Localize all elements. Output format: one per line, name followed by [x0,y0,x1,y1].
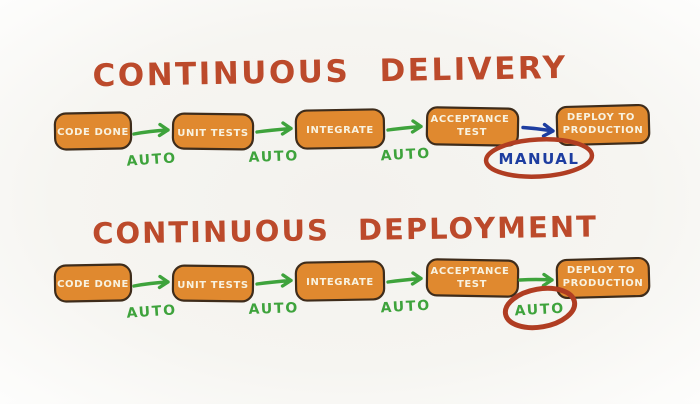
stage-label: DEPLOY TO PRODUCTION [563,112,644,136]
arrow-auto-4 [518,272,554,288]
stage-box [171,112,255,151]
section-title: CONTINUOUS DELIVERY [92,50,568,94]
stage-label-line: PRODUCTION [563,278,644,289]
continuous-delivery-section: CONTINUOUS DELIVERY CODE DONE UNIT TESTS… [53,50,651,179]
stage-box [53,111,133,151]
stage-label-line: ACCEPTANCE [431,114,510,125]
stage-label-line: DEPLOY TO [567,265,635,276]
stage-acceptance-test: ACCEPTANCE TEST [425,106,520,147]
manual-highlight-circle [483,137,595,179]
stage-code-done: CODE DONE [53,263,133,303]
stage-unit-tests: UNIT TESTS [171,264,255,303]
transition-label-auto-3: AUTO [380,146,431,165]
stage-label: ACCEPTANCE TEST [431,266,514,290]
section-title: CONTINUOUS DEPLOYMENT [92,209,598,250]
transition-label-auto-3: AUTO [380,298,431,317]
stage-label: ACCEPTANCE TEST [431,114,514,138]
stage-box [53,263,133,303]
stage-deploy-to-production: DEPLOY TO PRODUCTION [555,103,651,147]
auto-highlight-circle [502,285,578,331]
stage-label-line: TEST [457,127,487,138]
stage-deploy-to-production: DEPLOY TO PRODUCTION [555,256,651,300]
transition-label-auto-1: AUTO [126,302,177,321]
transition-label-auto-1: AUTO [126,150,177,169]
stage-box [171,264,255,303]
stage-label: CODE DONE [57,279,129,290]
arrow-auto-3 [386,271,423,286]
stage-code-done: CODE DONE [53,111,133,151]
stage-label: CODE DONE [57,127,129,138]
stage-box [555,256,651,300]
stage-label-line: TEST [457,279,487,290]
arrow-manual [521,122,555,138]
stage-unit-tests: UNIT TESTS [171,112,255,151]
transition-label-auto-2: AUTO [248,148,299,166]
transition-label-auto-4: AUTO [514,301,565,320]
stage-label: UNIT TESTS [177,128,248,139]
stage-box [294,260,386,302]
stage-label-line: ACCEPTANCE [431,266,510,277]
stage-box [294,108,386,150]
continuous-deployment-section: CONTINUOUS DEPLOYMENT CODE DONE UNIT TES… [53,209,651,331]
stage-label-line: PRODUCTION [563,125,644,136]
arrow-auto-3 [386,119,423,134]
arrow-auto-1 [132,274,170,290]
arrow-auto-2 [255,121,293,136]
stage-label: INTEGRATE [306,277,374,288]
stage-label: DEPLOY TO PRODUCTION [563,265,644,289]
stage-label: INTEGRATE [306,125,374,136]
stage-integrate: INTEGRATE [294,108,386,150]
stage-box [555,103,651,147]
arrow-auto-1 [132,122,170,138]
stage-acceptance-test: ACCEPTANCE TEST [425,258,520,298]
transition-label-auto-2: AUTO [248,300,299,318]
transition-label-manual: MANUAL [499,150,580,168]
arrow-auto-2 [255,273,293,288]
stage-integrate: INTEGRATE [294,260,386,302]
stage-box [425,106,520,147]
stage-label: UNIT TESTS [177,280,248,291]
stage-box [425,258,520,298]
stage-label-line: DEPLOY TO [567,112,635,123]
